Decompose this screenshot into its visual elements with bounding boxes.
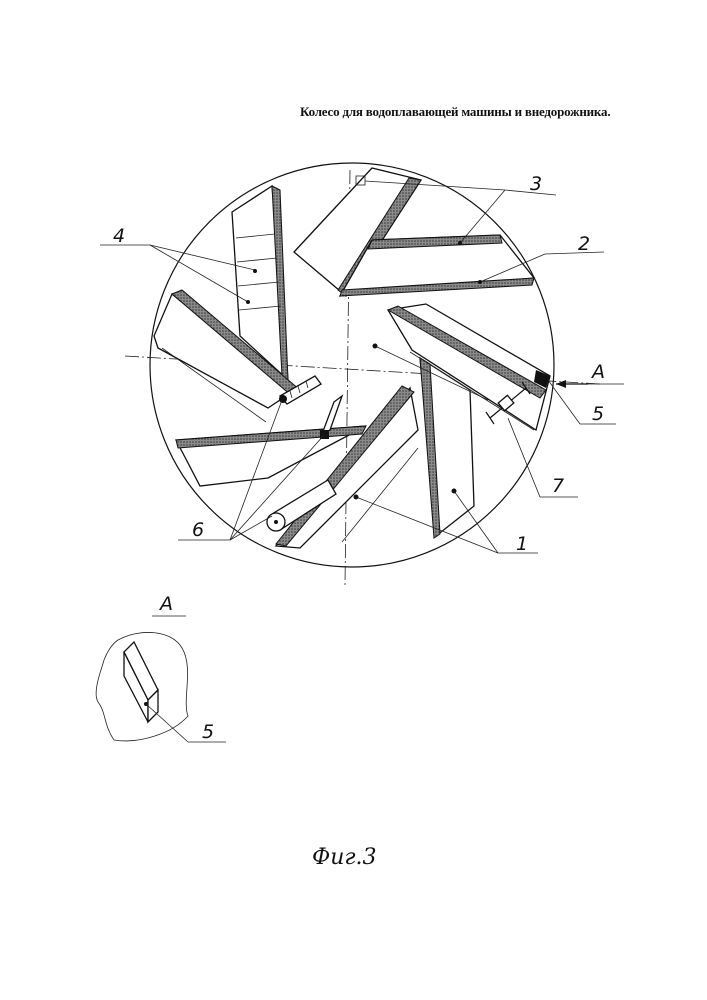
point (373, 344, 378, 349)
section-arrow-a (556, 380, 588, 388)
detail-view-a: A 5 (96, 593, 226, 743)
label-6: 6 (192, 519, 204, 541)
point (458, 241, 462, 245)
label-section-a: A (590, 361, 605, 383)
point (253, 269, 257, 273)
label-2: 2 (578, 233, 590, 255)
figure-caption: Фиг.3 (312, 845, 377, 870)
point (452, 489, 457, 494)
detail-title-a: A (158, 593, 173, 615)
label-3: 3 (530, 173, 542, 195)
point (246, 300, 250, 304)
label-4: 4 (113, 225, 125, 247)
blade-2-upper-right (340, 235, 534, 296)
blade-bottom (276, 386, 418, 548)
label-1: 1 (516, 533, 528, 555)
label-5: 5 (592, 403, 604, 425)
point (354, 495, 359, 500)
label-7: 7 (552, 475, 564, 497)
detail-label-5: 5 (202, 721, 214, 743)
point (478, 280, 482, 284)
